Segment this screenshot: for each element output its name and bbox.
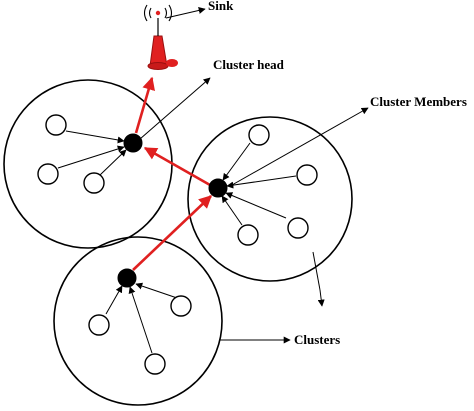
member-links xyxy=(57,130,297,354)
member-node xyxy=(144,353,166,375)
cluster-head-node xyxy=(208,178,228,198)
cluster-head-label: Cluster head xyxy=(213,57,285,72)
antenna-tower-icon xyxy=(143,4,178,70)
member-nodes xyxy=(37,114,318,375)
member-node xyxy=(296,164,318,186)
cluster-members-label: Cluster Members xyxy=(370,94,467,109)
member-node xyxy=(170,295,192,317)
member-node xyxy=(237,224,259,246)
member-node xyxy=(45,114,67,136)
cluster-top-left xyxy=(3,79,173,249)
member-node xyxy=(88,314,110,336)
cluster-head-node xyxy=(123,133,143,153)
member-node xyxy=(248,124,270,146)
member-node xyxy=(37,163,59,185)
cluster-bottom xyxy=(53,236,223,406)
cluster-head-node xyxy=(117,268,137,288)
sink-label: Sink xyxy=(208,0,234,13)
cluster-right xyxy=(187,116,353,282)
member-node xyxy=(83,172,105,194)
sink-route xyxy=(132,76,212,271)
member-node xyxy=(287,217,309,239)
callouts xyxy=(139,7,369,344)
clusters-label: Clusters xyxy=(294,332,340,347)
